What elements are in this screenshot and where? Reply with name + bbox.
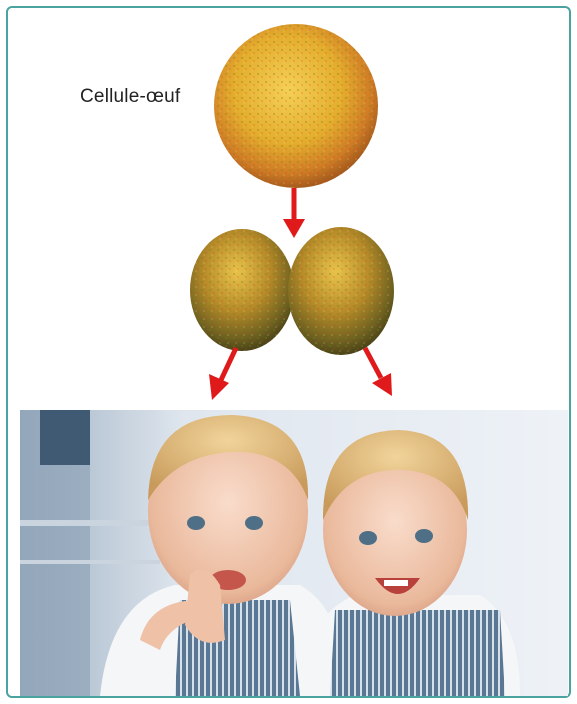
twins-photo [20,410,568,696]
two-cell-embryo [190,227,394,355]
arrow-down-left-icon [209,348,236,400]
arrow-down-right-icon [365,348,392,396]
arrow-down-icon [283,188,305,238]
egg-cell [214,24,378,188]
